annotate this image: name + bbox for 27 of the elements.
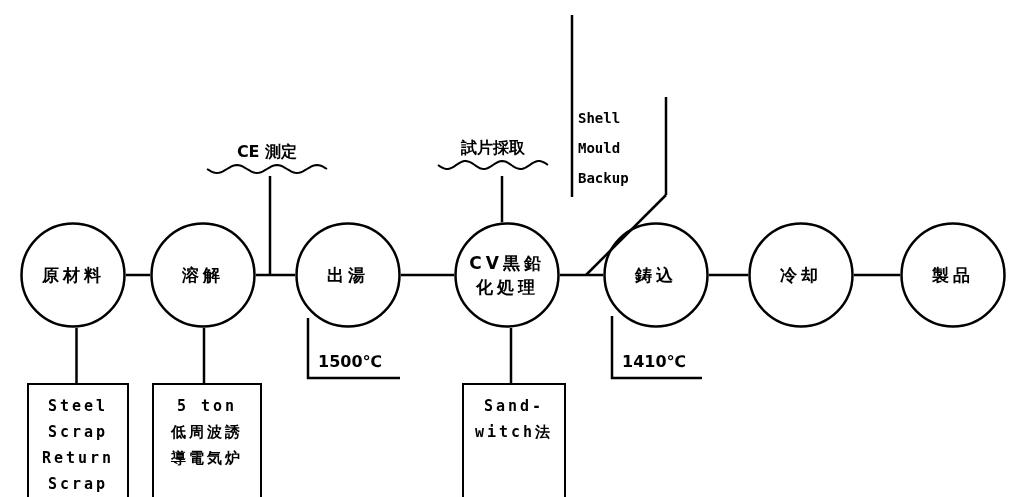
connector-line: [75, 327, 78, 383]
wavy-callout: CE 測定: [205, 142, 329, 175]
connector-line: [256, 273, 295, 277]
temperature-label: 1410℃: [622, 352, 686, 371]
connector-line: [500, 176, 504, 223]
wavy-callout: 試片採取: [436, 138, 550, 171]
bracket-callout: Shell Mould Backup: [570, 15, 668, 197]
process-circle: 原材料: [20, 222, 126, 328]
process-circle: 冷却: [748, 222, 854, 328]
process-circle: 鋳込: [603, 222, 709, 328]
equipment-box: 5 ton 低周波誘導電気炉: [152, 383, 262, 497]
process-circle: 製品: [900, 222, 1006, 328]
process-circle: CV黒鉛化処理: [454, 222, 560, 328]
connector-line: [509, 327, 513, 383]
equipment-box: Steel Scrap Return Scrap: [27, 383, 129, 497]
connector-line: [202, 328, 206, 383]
connector-line: [126, 273, 150, 277]
connector-line: [854, 273, 900, 277]
connector-line: [709, 273, 748, 277]
temperature-label: 1500℃: [318, 352, 382, 371]
connector-line: [560, 273, 603, 277]
connector-line: [585, 194, 667, 276]
equipment-box: Sand-witch法: [462, 383, 566, 497]
connector-line: [401, 273, 454, 277]
connector-line: [268, 176, 272, 275]
process-circle: 出湯: [295, 222, 401, 328]
process-circle: 溶解: [150, 222, 256, 328]
